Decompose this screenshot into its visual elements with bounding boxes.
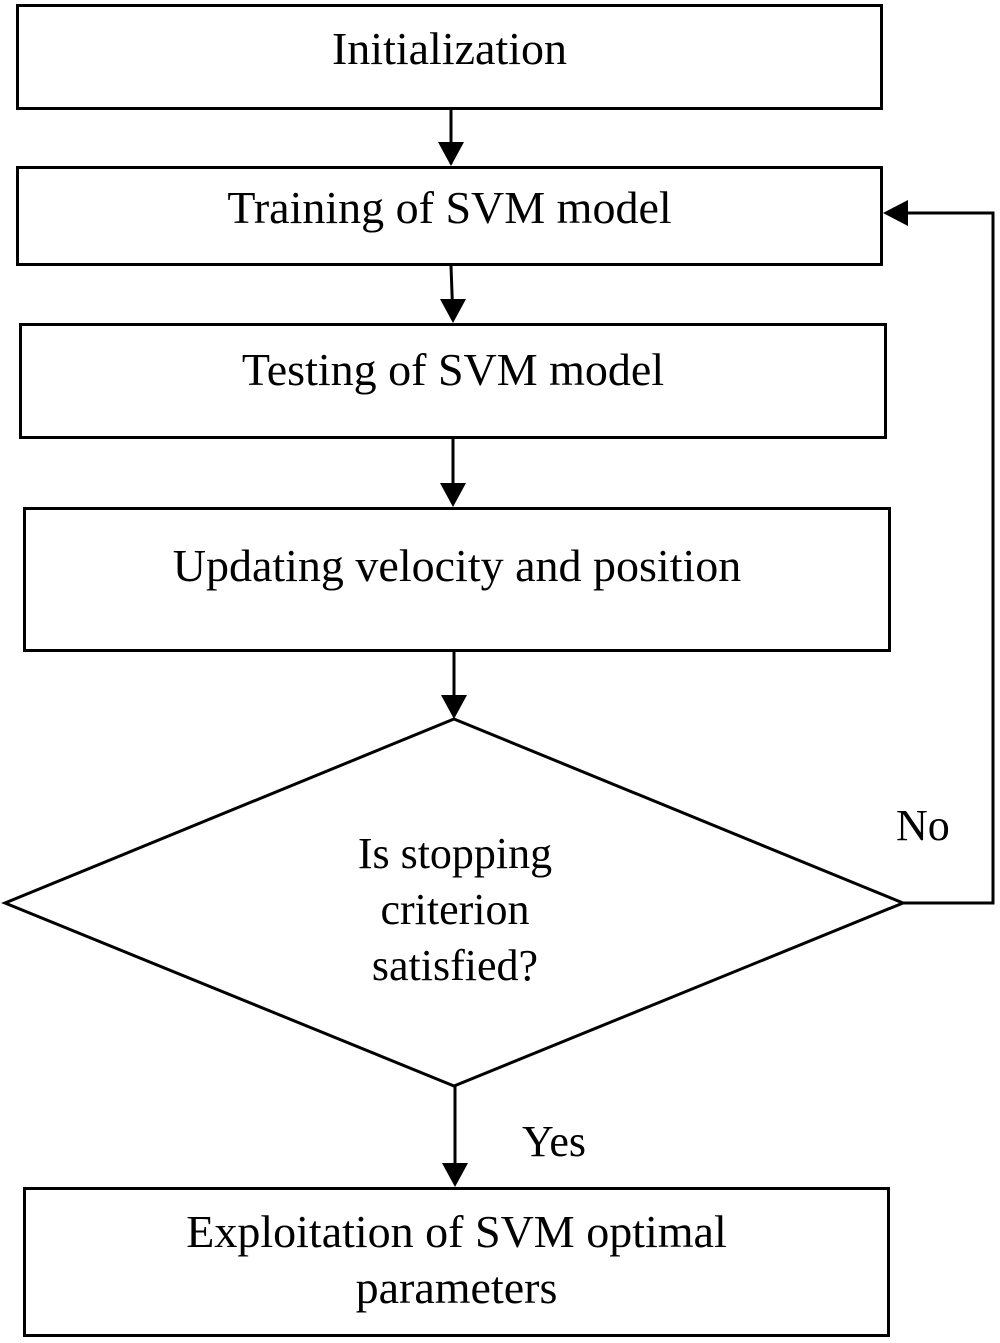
arrow-decision-no-loop	[900, 211, 995, 905]
step-testing-label: Testing of SVM model	[241, 344, 665, 395]
step-initialization-label: Initialization	[331, 23, 568, 75]
step-exploitation-line-2: parameters	[355, 1262, 558, 1313]
arrowhead-updating-to-decision	[441, 695, 467, 719]
arrowhead-training-to-testing	[440, 299, 466, 323]
step-exploitation: Exploitation of SVM optimal parameters	[23, 1187, 890, 1337]
step-updating-label: Updating velocity and position	[172, 540, 742, 591]
arrowhead-init-to-training	[438, 142, 464, 166]
decision-line-1: Is stopping	[357, 829, 553, 878]
step-exploitation-line-1: Exploitation of SVM optimal	[186, 1206, 727, 1257]
edge-label-no: No	[896, 801, 950, 850]
arrowhead-testing-to-updating	[440, 483, 466, 507]
step-training-label: Training of SVM model	[227, 182, 672, 234]
decision-line-3: satisfied?	[371, 941, 539, 990]
edge-label-yes: Yes	[522, 1117, 587, 1166]
arrowhead-decision-yes	[442, 1163, 468, 1187]
decision-line-2: criterion	[380, 885, 530, 934]
decision-text: Is stopping criterion satisfied?	[250, 826, 660, 994]
step-initialization: Initialization	[16, 4, 883, 110]
step-testing: Testing of SVM model	[19, 323, 887, 439]
step-updating: Updating velocity and position	[23, 507, 891, 652]
arrowhead-decision-no-loop	[883, 200, 908, 226]
step-training: Training of SVM model	[16, 166, 883, 266]
